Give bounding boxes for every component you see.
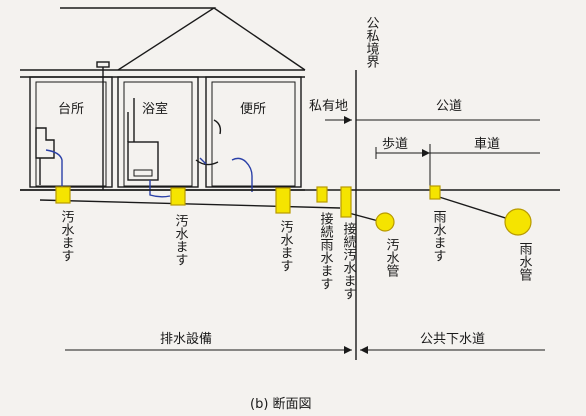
boundary-label: 公私境界 [364, 16, 380, 69]
room-kitchen [29, 76, 113, 188]
sewage-box-1-label: 汚水ます [59, 210, 75, 262]
rain-box-icon [429, 185, 441, 200]
room-kitchen-label: 台所 [58, 102, 84, 117]
house [20, 7, 306, 198]
sewage-box-3-label: 汚水ます [278, 220, 294, 272]
sewage-connection-box-label: 接続汚水ます [341, 221, 357, 300]
private-land-label: 私有地 [309, 99, 348, 114]
room-bathroom-label: 浴室 [142, 101, 168, 117]
rain-drain-pipe [435, 195, 519, 223]
house-roof-right [213, 7, 306, 71]
sewage-box-2-label: 汚水ます [173, 214, 189, 266]
room-toilet-inner [211, 81, 296, 187]
room-bathroom [117, 76, 199, 188]
rain-pipe-label: 雨水管 [517, 242, 533, 282]
water-heater-icon [127, 98, 171, 198]
house-roof [60, 7, 217, 71]
room-toilet-label: 便所 [240, 102, 266, 117]
drainage-boxes [55, 185, 532, 236]
rain-connection-box-icon [316, 186, 328, 203]
rain-box-label: 雨水ます [431, 210, 447, 262]
public-sewer-label: 公共下水道 [420, 332, 485, 347]
toilet-icon [195, 119, 253, 192]
section-arrows [65, 346, 545, 354]
sewage-pipe-label: 汚水管 [384, 238, 400, 278]
kitchen-sink-icon [35, 127, 63, 192]
sidewalk-label: 歩道 [382, 137, 408, 152]
public-sewer-arrowhead [360, 346, 368, 354]
caption: (b) 断面図 [250, 397, 312, 412]
road-annotations [325, 116, 540, 190]
sewage-box-2-icon [170, 187, 186, 206]
drainage-equipment-arrowhead [344, 346, 352, 354]
sewage-box-1-icon [55, 186, 71, 204]
drainage-equipment-label: 排水設備 [160, 331, 212, 347]
room-bathroom-inner [123, 81, 193, 187]
rain-connection-box-label: 接続雨水ます [318, 211, 334, 290]
ground-and-pipes [20, 70, 560, 360]
sewage-pipe-icon [375, 212, 395, 232]
private-land-arrowhead [344, 116, 352, 124]
sidewalk-arrowhead [422, 149, 430, 157]
roadway-label: 車道 [474, 137, 500, 152]
main-drain-pipe [39, 199, 341, 209]
labels: 台所 浴室 便所 公私境界 私有地 公道 歩道 車道 汚水ます 汚水ます 汚水ま… [58, 16, 532, 412]
room-toilet [205, 76, 302, 188]
sewage-connection-box-icon [340, 186, 352, 218]
vent-cap [96, 61, 110, 68]
rain-pipe-icon [504, 208, 532, 236]
sewage-box-3-icon [275, 187, 291, 214]
public-road-label: 公道 [436, 99, 462, 114]
